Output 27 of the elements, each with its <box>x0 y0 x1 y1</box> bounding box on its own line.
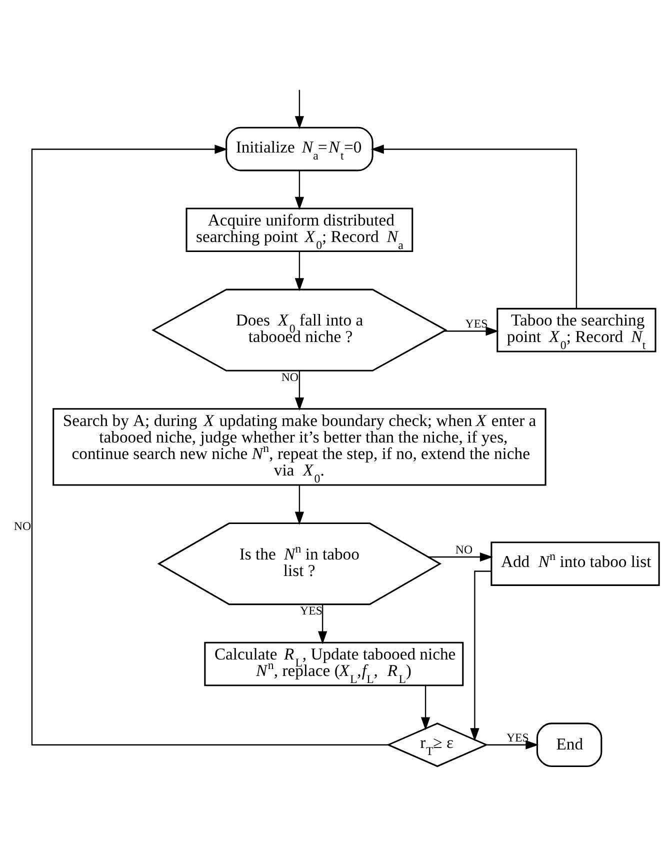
arrow <box>428 552 493 562</box>
node-diamond: r$_{T}$≥ ε <box>386 722 488 768</box>
arrow <box>294 485 304 525</box>
arrow <box>294 90 304 130</box>
arrow <box>444 326 499 336</box>
arrow <box>486 740 539 750</box>
arrow <box>31 144 388 746</box>
arrow <box>294 170 304 210</box>
node-box: Calculate R$_{L}$, Update tabooed niche N$^{n}$, replace (X$_{L}$,f$_{L}$, R$_{L}$) <box>204 642 464 686</box>
arrow <box>420 686 430 730</box>
node-box: Acquire uniform distributed searching point X$_{0}$; Record N$_{a}$ <box>186 208 414 252</box>
edge-label: NO <box>281 370 299 384</box>
edge-label: NO <box>14 518 32 533</box>
arrow <box>294 370 304 411</box>
edge-label: YES <box>506 730 529 744</box>
arrow <box>294 252 304 292</box>
edge-label: YES <box>465 316 488 331</box>
arrow <box>318 604 328 644</box>
node-box: Search by A; during X updating make boundary check; when X enter a tabooed niche, judge whether it’s better than the niche, if yes, continue search new niche N$^{n}$, repeat the step, if no, extend the niche via X$_{0}$. <box>52 408 546 486</box>
node-box: Add N$^{n}$ into taboo list <box>490 542 660 586</box>
edge-label: YES <box>300 604 322 618</box>
node-box: End <box>536 722 602 768</box>
arrow <box>370 144 578 309</box>
node-box: Taboo the searching point X$_{0}$; Record N$_{t}$ <box>496 308 656 352</box>
arrow <box>470 570 492 742</box>
edge-label: NO <box>455 542 473 556</box>
node-box: Initialize N$_{a}$=N$_{t}$=0 <box>226 126 374 172</box>
